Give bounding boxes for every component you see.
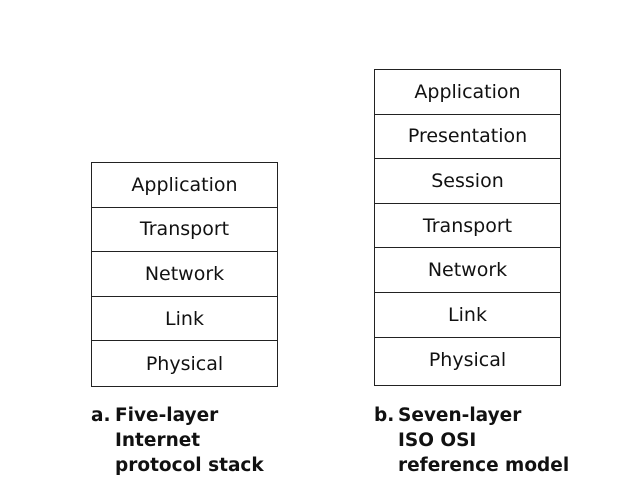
- seven-layer-caption-text-1: Seven-layer: [398, 405, 522, 426]
- five-layer-caption: a.Five-layer Internet protocol stack: [91, 403, 264, 478]
- seven-layer-link: Link: [375, 293, 560, 338]
- five-layer-transport: Transport: [92, 208, 277, 253]
- seven-layer-caption: b.Seven-layer ISO OSI reference model: [374, 403, 569, 478]
- seven-layer-physical: Physical: [428, 348, 507, 371]
- five-layer-physical: Physical: [145, 352, 224, 375]
- five-layer-caption-text-1: Five-layer: [115, 405, 219, 426]
- seven-layer-caption-line-2: ISO OSI: [398, 430, 477, 451]
- five-layer-caption-line-2: Internet: [115, 430, 201, 451]
- seven-layer-caption-line-3: reference model: [398, 455, 570, 476]
- seven-layer-session: Session: [375, 159, 560, 204]
- five-layer-caption-line-3: protocol stack: [115, 455, 264, 476]
- seven-layer-transport: Transport: [375, 204, 560, 249]
- seven-layer-presentation: Presentation: [375, 115, 560, 160]
- five-layer-network: Network: [92, 252, 277, 297]
- five-layer-application: Application: [92, 163, 277, 208]
- five-layer-caption-letter: a.: [91, 405, 111, 426]
- seven-layer-caption-line-1: b.Seven-layer: [374, 403, 569, 428]
- seven-layer-stack: Application Presentation Session Transpo…: [374, 69, 561, 386]
- five-layer-stack: Application Transport Network Link Physi…: [91, 162, 278, 387]
- seven-layer-caption-letter: b.: [374, 405, 395, 426]
- five-layer-link: Link: [92, 297, 277, 342]
- seven-layer-network: Network: [375, 248, 560, 293]
- seven-layer-application: Application: [375, 70, 560, 115]
- five-layer-caption-line-1: a.Five-layer: [91, 403, 264, 428]
